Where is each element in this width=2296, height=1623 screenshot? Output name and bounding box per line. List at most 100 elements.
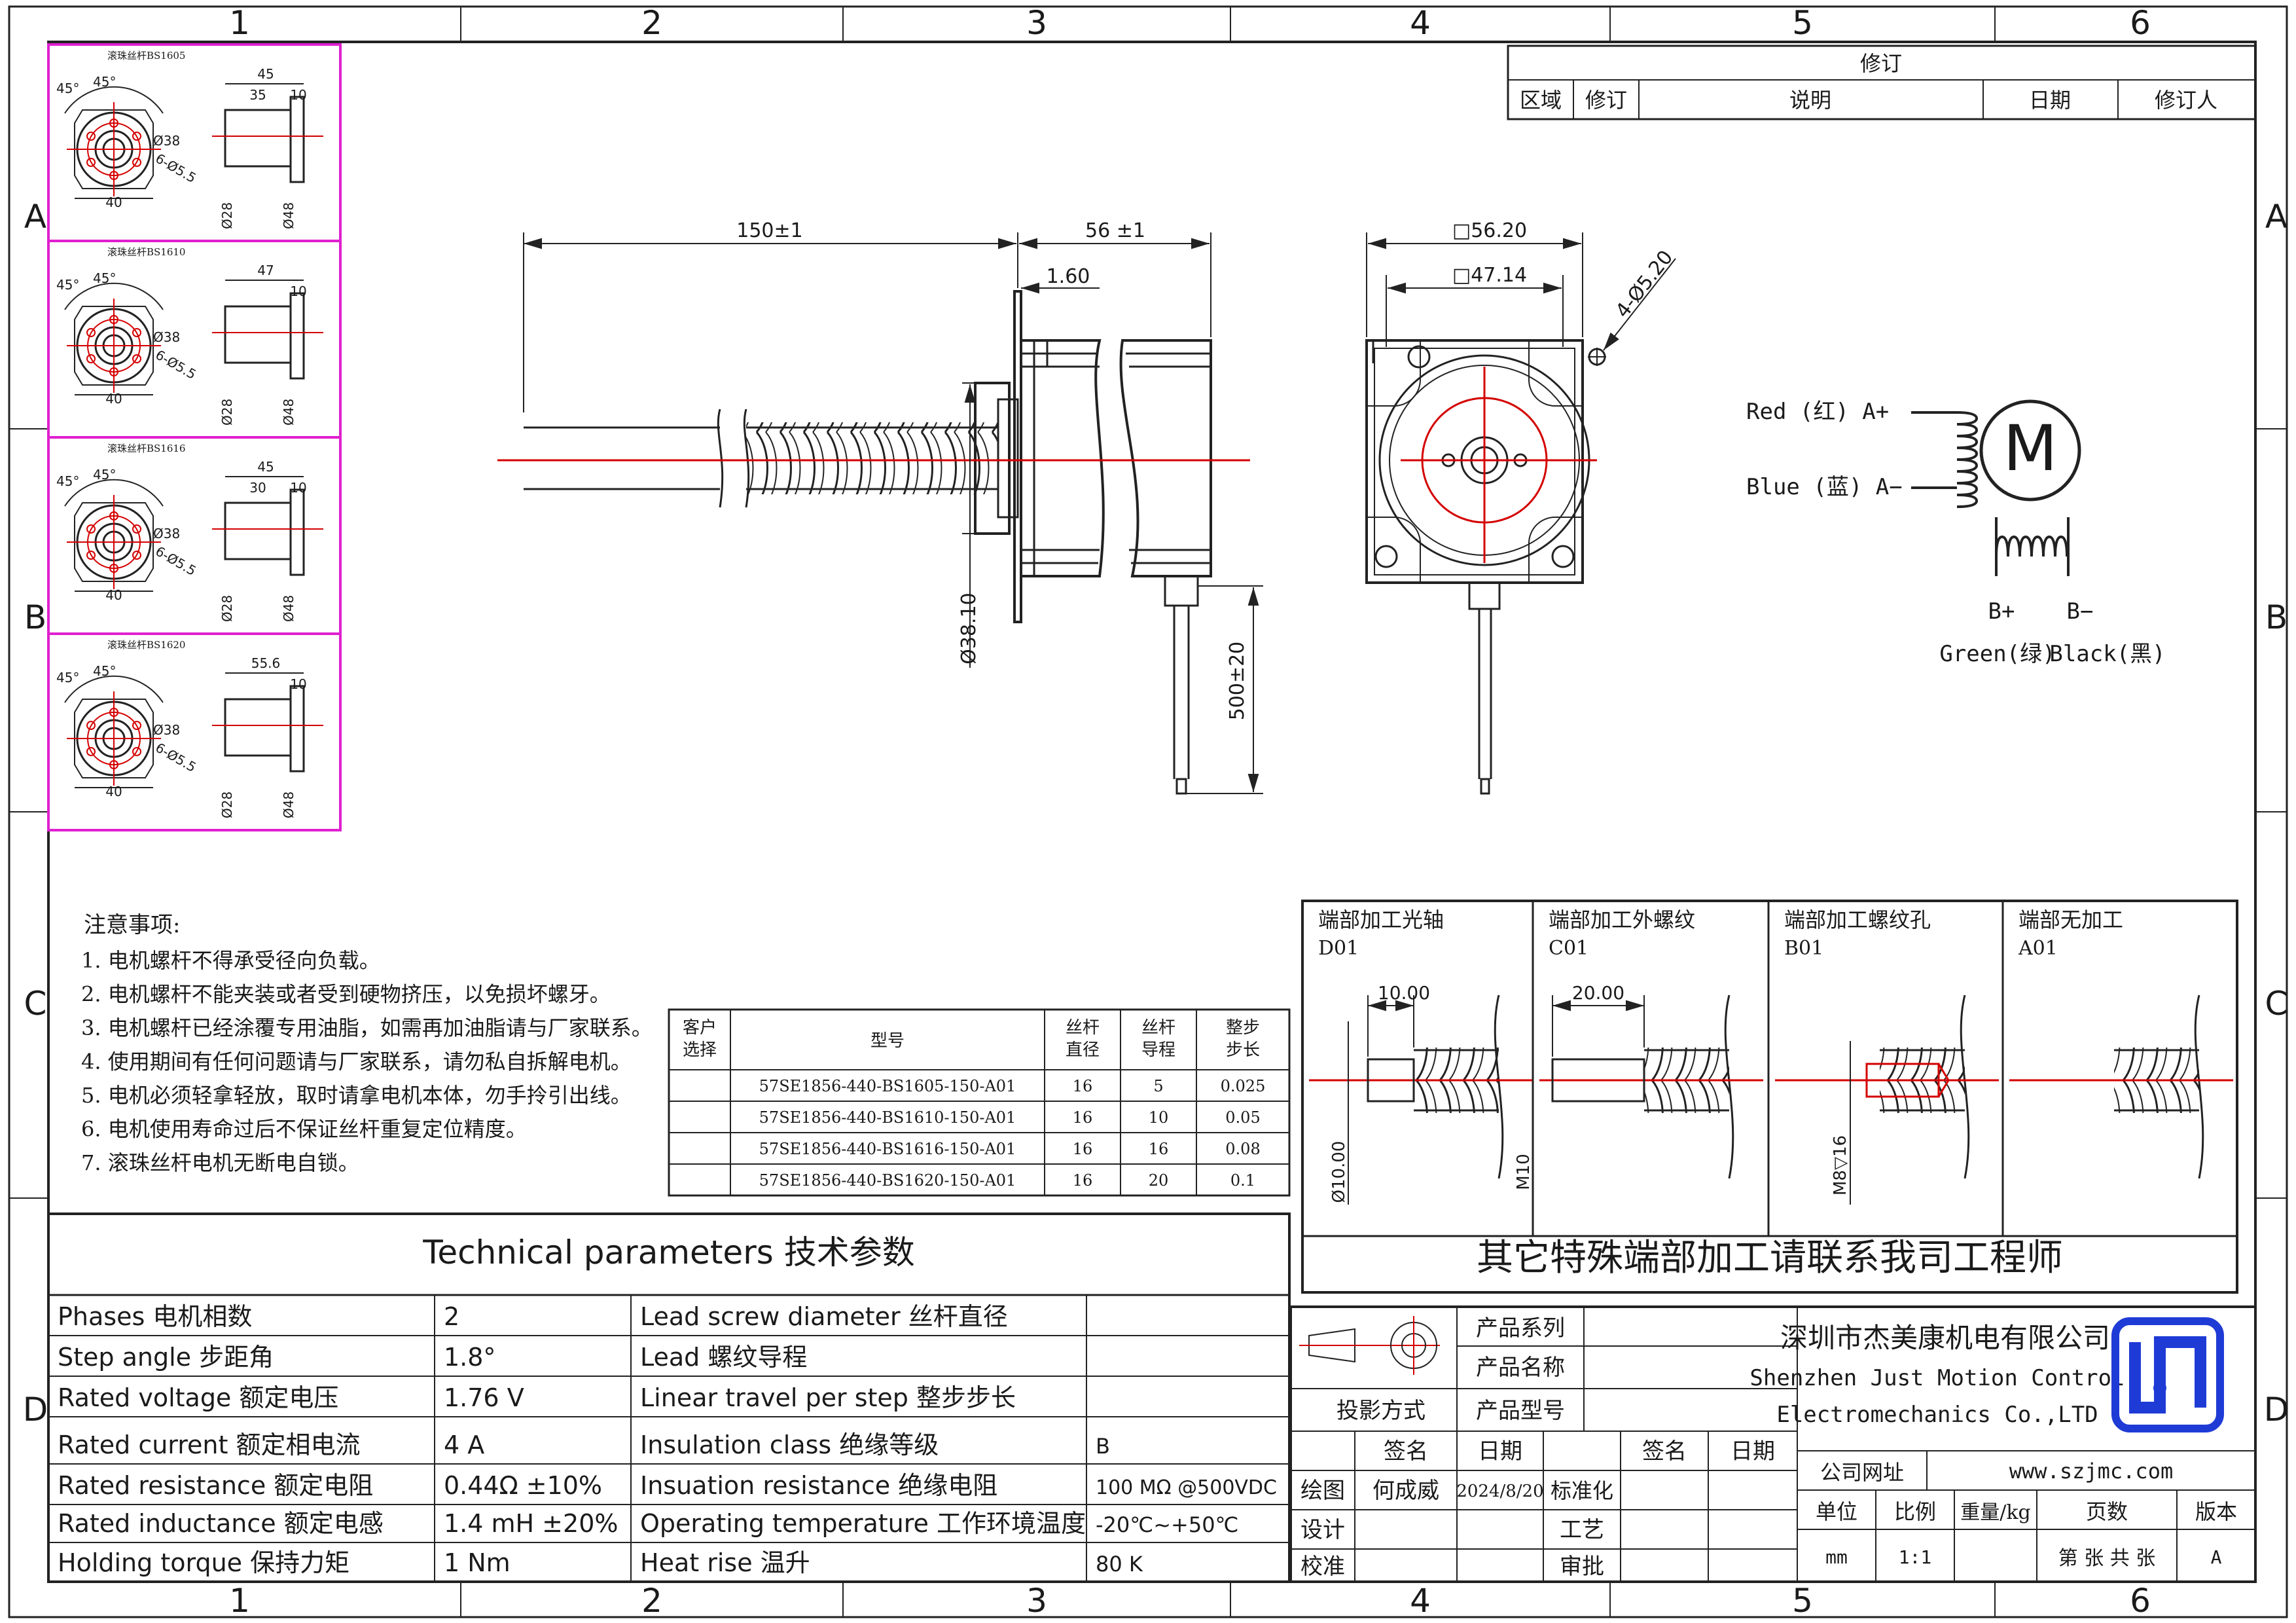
dim-flange-thickness: 1.60 [1047, 265, 1090, 288]
tech-cell: Rated current 额定相电流 [58, 1431, 361, 1459]
side-view: 150±1 56 ±1 1.60 Ø38.10 500±20 [497, 219, 1263, 795]
hole-pattern-label: 6-Ø5.5 [153, 740, 199, 776]
flange-dia-label: Ø38 [153, 329, 180, 345]
tech-cell: Heat rise 温升 [640, 1548, 810, 1577]
row-label-d-right: D [2264, 1391, 2289, 1429]
dim-mount-holes: 4-Ø5.20 [1611, 246, 1678, 322]
model-table-header: 直径 [1066, 1040, 1100, 1060]
ball-nut-panel-border [47, 240, 342, 439]
tech-cell: Lead 螺纹导程 [640, 1343, 807, 1372]
total-width-label: 47 [257, 263, 274, 278]
end-panel-code: C01 [1549, 937, 1588, 960]
wire-blue-label: Blue (蓝) A− [1746, 474, 1903, 500]
model-table-cell: 0.1 [1230, 1171, 1255, 1190]
model-table-cell: 57SE1856-440-BS1620-150-A01 [759, 1171, 1016, 1190]
pcd-label: 40 [105, 391, 122, 407]
model-table-cell: 0.025 [1221, 1077, 1266, 1095]
revision-header-desc: 说明 [1789, 88, 1831, 113]
outer-dia-label: Ø48 [281, 202, 296, 229]
model-table-cell: 0.05 [1225, 1108, 1260, 1127]
col-label-4-bottom: 4 [1410, 1582, 1431, 1620]
model-table-cell: 57SE1856-440-BS1616-150-A01 [759, 1140, 1016, 1158]
model-table-cell: 16 [1073, 1171, 1093, 1190]
projection-symbol [1308, 1328, 1355, 1363]
weight-label: 重量/kg [1960, 1501, 2031, 1524]
tech-cell: Lead screw diameter 丝杆直径 [640, 1302, 1008, 1331]
tech-cell: Rated voltage 额定电压 [58, 1383, 338, 1412]
model-table-cell: 5 [1153, 1077, 1163, 1095]
dim-hole-spacing: □47.14 [1452, 264, 1527, 287]
col-label-2-bottom: 2 [641, 1582, 662, 1620]
wire-bplus-label: B+ [1988, 598, 2015, 625]
drawer-name: 何成威 [1372, 1478, 1439, 1504]
ball-nut-panel-border [47, 43, 342, 242]
website-label: 公司网址 [1820, 1460, 1904, 1485]
tech-cell: 2 [444, 1302, 459, 1331]
flange-width-label: 10 [290, 283, 306, 299]
craft-label: 工艺 [1560, 1517, 1604, 1543]
model-table-header: 步长 [1226, 1040, 1260, 1060]
pages-value: 第 张 共 张 [2058, 1547, 2156, 1570]
col-label-1-bottom: 1 [229, 1582, 250, 1620]
front-view: □56.20 □47.14 4-Ø5.20 [1365, 219, 1678, 795]
tech-cell: 0.44Ω ±10% [444, 1471, 602, 1500]
body-dia-label: Ø28 [219, 202, 235, 229]
wiring-diagram: Red (红) A+ Blue (蓝) A− M B+ B− Green(绿) … [1746, 399, 2166, 667]
revision-header-area: 区域 [1520, 88, 1562, 113]
model-table-header: 导程 [1141, 1040, 1175, 1060]
col-label-2: 2 [641, 4, 662, 42]
coil-a [1911, 411, 1979, 508]
angle-label-right: 45° [93, 467, 116, 483]
angle-label-right: 45° [93, 270, 116, 286]
model-table-header: 选择 [683, 1040, 717, 1060]
dim-frame-size: □56.20 [1452, 219, 1527, 242]
note-item: 3. 电机螺杆已经涂覆专用油脂，如需再加油脂请与厂家联系。 [81, 1015, 653, 1040]
end-panel-dim-side: M10 [1514, 1154, 1534, 1190]
model-table-cell: 16 [1073, 1077, 1093, 1095]
end-panel-title: 端部加工光轴 [1318, 907, 1444, 932]
motor-symbol-letter: M [2003, 412, 2058, 485]
revision-header-rev: 修订 [1585, 88, 1627, 113]
model-table-header: 丝杆 [1066, 1018, 1100, 1038]
end-panel-dim-side: Ø10.00 [1329, 1141, 1349, 1203]
pcd-label: 40 [105, 587, 122, 603]
flange-width-label: 10 [290, 480, 306, 496]
tech-cell: Holding torque 保持力矩 [58, 1548, 350, 1577]
tech-cell: 1.8° [444, 1343, 495, 1372]
tech-cell: 1.4 mH ±20% [444, 1509, 618, 1538]
col-label-4: 4 [1410, 4, 1431, 42]
note-item: 1. 电机螺杆不得承受径向负载。 [81, 948, 380, 973]
col-label-3: 3 [1026, 4, 1047, 42]
date-label: 日期 [1478, 1438, 1522, 1465]
projection-label: 投影方式 [1336, 1398, 1426, 1424]
note-item: 5. 电机必须轻拿轻放，取时请拿电机本体，勿手拎引出线。 [81, 1083, 632, 1108]
angle-label-right: 45° [93, 74, 116, 90]
tech-cell: 4 A [444, 1431, 484, 1459]
tech-cell: Operating temperature 工作环境温度 [640, 1509, 1086, 1538]
row-label-b-right: B [2265, 598, 2287, 636]
model-table-header: 客户 [683, 1018, 717, 1038]
body-dia-label: Ø28 [219, 792, 235, 818]
dim-lead-wire-length: 500±20 [1226, 642, 1249, 721]
product-model-label: 产品型号 [1476, 1398, 1565, 1424]
model-table-cell: 10 [1149, 1108, 1169, 1127]
end-panel-title: 端部加工螺纹孔 [1784, 907, 1931, 932]
note-item: 7. 滚珠丝杆电机无断电自锁。 [81, 1150, 359, 1175]
draw-date: 2024/8/20 [1456, 1482, 1543, 1501]
tech-cell: Insulation class 绝缘等级 [640, 1431, 939, 1459]
col-label-6-bottom: 6 [2130, 1582, 2151, 1620]
revision-title: 修订 [1860, 51, 1902, 76]
total-width-label: 45 [257, 459, 274, 475]
wire-bminus-label: B− [2067, 598, 2094, 625]
design-label: 设计 [1300, 1517, 1345, 1543]
tech-cell: 80 K [1096, 1552, 1143, 1577]
ball-nut-title: 滚珠丝杆BS1620 [107, 639, 185, 651]
scale-value: 1:1 [1899, 1546, 1932, 1568]
